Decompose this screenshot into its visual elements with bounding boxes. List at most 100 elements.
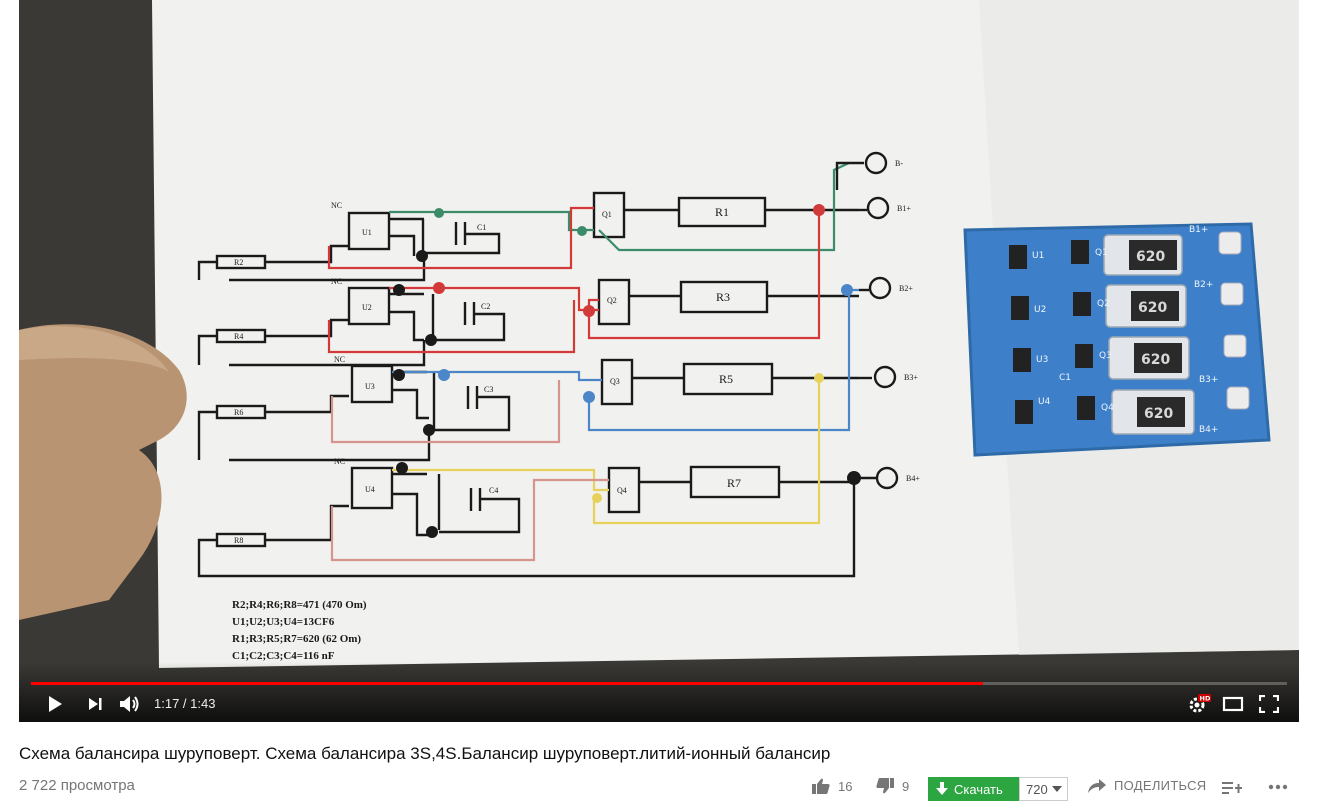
terminal-b4 (875, 466, 899, 490)
controls-shade (19, 662, 1299, 722)
like-button[interactable]: 16 (812, 778, 852, 794)
view-count: 2 722 просмотра (19, 777, 135, 794)
download-arrow-icon (936, 782, 948, 795)
ic-u1 (347, 211, 391, 251)
resistor-r1 (677, 196, 767, 228)
dislike-button[interactable]: 9 (876, 778, 909, 794)
time-separator: / (179, 696, 191, 711)
label-r1: R1 (715, 205, 729, 219)
label-r3: R3 (716, 290, 730, 304)
label-u3: U3 (365, 382, 375, 391)
more-actions-button[interactable] (1268, 784, 1288, 790)
settings-button[interactable]: HD (1186, 692, 1212, 716)
thumbs-up-icon (812, 778, 830, 794)
pcb-silk-q4: Q4 (1101, 403, 1114, 413)
pcb-photo: 620 620 620 620 U1 U2 U3 U4 (963, 222, 1271, 457)
chevron-down-icon (1051, 786, 1062, 792)
pcb-silk-u2: U2 (1034, 305, 1046, 315)
time-current: 1:17 (154, 696, 180, 711)
label-c4: C4 (489, 486, 498, 495)
note-line-3: R1;R3;R5;R7=620 (62 Om) (232, 633, 361, 645)
fullscreen-button[interactable] (1256, 692, 1282, 716)
label-r5: R5 (719, 372, 733, 386)
progress-played (31, 682, 984, 685)
quality-select[interactable]: 720 (1019, 777, 1068, 801)
label-r7: R7 (727, 476, 741, 490)
label-nc: NC (331, 201, 342, 210)
pcb-resistor-label-2: 620 (1138, 300, 1167, 316)
share-arrow-icon (1088, 778, 1106, 793)
note-line-2: U1;U2;U3;U4=13CF6 (232, 616, 335, 628)
label-r4: R4 (234, 332, 243, 341)
download-label: Скачать (954, 781, 1003, 797)
label-r8: R8 (234, 536, 243, 545)
label-b1: B1+ (897, 204, 911, 213)
pcb-silk-b2: B2+ (1194, 280, 1213, 290)
pcb-silk-b1: B1+ (1189, 225, 1208, 235)
next-button[interactable] (83, 692, 107, 716)
skip-next-icon (89, 698, 102, 710)
note-line-1: R2;R4;R6;R8=471 (470 Om) (232, 599, 367, 611)
pcb-silk-b4: B4+ (1199, 425, 1218, 435)
pcb-resistor-label-4: 620 (1144, 406, 1173, 422)
terminal-b1 (866, 196, 890, 220)
theater-mode-button[interactable] (1220, 692, 1246, 716)
video-title: Схема балансира шуруповерт. Схема баланс… (19, 744, 831, 763)
share-button[interactable]: ПОДЕЛИТЬСЯ (1088, 778, 1206, 793)
transistor-q3 (600, 358, 634, 406)
label-r6: R6 (234, 408, 243, 417)
gear-icon: HD (1189, 694, 1211, 713)
progress-bar[interactable] (31, 682, 1287, 685)
dislike-count: 9 (902, 778, 910, 794)
video-frame: NC NC NC NC U1 U2 U3 U4 C1 C2 C3 C4 Q1 Q… (19, 0, 1299, 722)
label-q1: Q1 (602, 210, 612, 219)
more-horizontal-icon (1268, 784, 1288, 790)
pcb-silk-u4: U4 (1038, 397, 1051, 407)
svg-text:NC: NC (334, 355, 345, 364)
theater-icon (1222, 696, 1244, 712)
pcb-silk-b3: B3+ (1199, 375, 1218, 385)
label-b3: B3+ (904, 373, 918, 382)
quality-value: 720 (1026, 781, 1048, 797)
note-line-4: C1;C2;C3;C4=116 nF (232, 650, 335, 662)
playlist-add-icon (1222, 782, 1242, 794)
transistor-q2 (597, 278, 631, 326)
hd-badge: HD (1200, 695, 1211, 703)
download-button[interactable]: Скачать (928, 777, 1019, 801)
label-b2: B2+ (899, 284, 913, 293)
svg-text:NC: NC (334, 457, 345, 466)
add-to-playlist-button[interactable] (1222, 781, 1242, 795)
volume-icon (120, 696, 139, 712)
volume-button[interactable] (117, 692, 143, 716)
label-b-minus: B- (895, 159, 903, 168)
ic-u2 (347, 286, 391, 326)
pcb-resistor-label-1: 620 (1136, 249, 1165, 265)
share-label: ПОДЕЛИТЬСЯ (1114, 778, 1207, 793)
transistor-q1 (592, 191, 626, 239)
terminal-b3 (873, 365, 897, 389)
svg-text:NC: NC (331, 277, 342, 286)
play-button[interactable] (43, 692, 67, 716)
fullscreen-icon (1259, 695, 1279, 713)
label-c2: C2 (481, 302, 490, 311)
terminal-b2 (868, 276, 892, 300)
label-u1: U1 (362, 228, 372, 237)
pcb-silk-u1: U1 (1032, 251, 1044, 261)
label-r2: R2 (234, 258, 243, 267)
ic-u4 (350, 466, 394, 510)
pcb-silk-q3: Q3 (1099, 351, 1112, 361)
pcb-silk-q2: Q2 (1097, 299, 1110, 309)
time-total: 1:43 (190, 696, 216, 711)
label-u2: U2 (362, 303, 372, 312)
label-q2: Q2 (607, 296, 617, 305)
label-c1: C1 (477, 223, 486, 232)
pcb-silk-q1: Q1 (1095, 248, 1108, 258)
like-count: 16 (838, 778, 853, 794)
thumbs-down-icon (876, 778, 894, 794)
video-player[interactable]: NC NC NC NC U1 U2 U3 U4 C1 C2 C3 C4 Q1 Q… (19, 0, 1299, 722)
pcb-resistor-label-3: 620 (1141, 352, 1170, 368)
pcb-silk-c1: C1 (1059, 373, 1071, 383)
pcb-silk-u3: U3 (1036, 355, 1048, 365)
label-q4: Q4 (617, 486, 627, 495)
terminal-b-minus (864, 151, 888, 175)
